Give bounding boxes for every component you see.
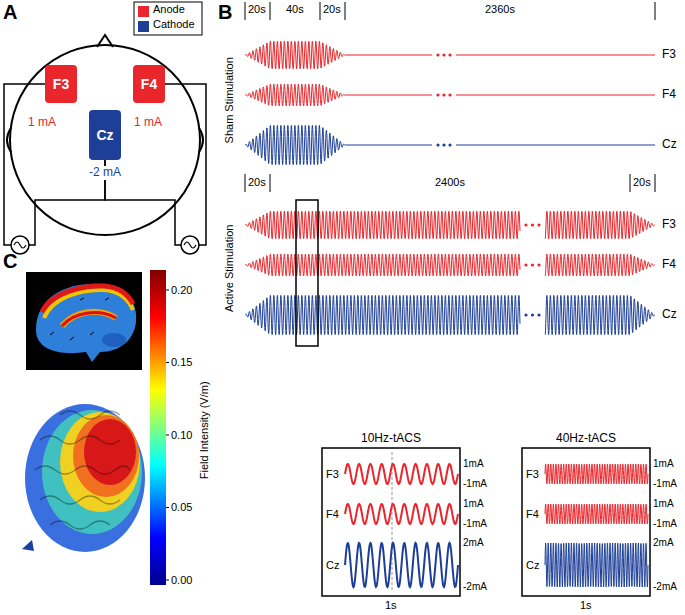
amplitude-label: -1mA <box>463 518 487 530</box>
active-waveform <box>245 254 655 275</box>
channel-label: F4 <box>526 508 539 521</box>
amplitude-label: 1mA <box>653 498 674 510</box>
legend-swatch <box>138 21 149 32</box>
colorbar <box>150 270 166 585</box>
inset-waveform <box>545 504 648 524</box>
duration-label: 2360s <box>485 3 515 16</box>
time-scale-label: 1s <box>385 599 397 612</box>
channel-label: Cz <box>662 138 677 152</box>
inset-waveform <box>345 464 458 484</box>
current-source <box>181 236 199 254</box>
amplitude-label: 1mA <box>653 458 674 470</box>
duration-label: 20s <box>248 3 266 16</box>
channel-label: Cz <box>526 559 539 572</box>
phase-marker <box>392 452 393 592</box>
current-label: 1 mA <box>134 116 162 130</box>
current-label: -2 mA <box>87 166 123 180</box>
colorbar-tick: 0.15 <box>171 356 192 369</box>
colorbar-title: Field Intensity (V/m) <box>198 381 211 479</box>
time-scale-label: 1s <box>580 599 592 612</box>
nose <box>97 35 113 47</box>
electrode-pad: F4 <box>133 65 165 103</box>
amplitude-label: -2mA <box>463 581 487 593</box>
electrode-name: F4 <box>141 76 157 92</box>
electrode-pad: Cz <box>89 110 121 160</box>
electrode-name: Cz <box>96 127 113 143</box>
channel-label: F3 <box>662 218 676 232</box>
legend-swatch <box>138 6 149 17</box>
inset-frame <box>522 448 650 596</box>
amplitude-label: -1mA <box>463 478 487 490</box>
amplitude-label: 1mA <box>463 458 484 470</box>
sham-waveform <box>245 84 655 105</box>
duration-label: 20s <box>248 176 266 189</box>
channel-label: F3 <box>326 468 339 481</box>
colorbar-ticks <box>166 290 169 580</box>
channel-label: F4 <box>662 258 676 272</box>
inset-waveform <box>345 504 458 524</box>
channel-label: F3 <box>526 468 539 481</box>
inset-waveform <box>345 543 458 587</box>
duration-label: 2400s <box>435 176 465 189</box>
condition-label: Active Stimulation <box>223 224 236 311</box>
channel-label: Cz <box>662 308 677 322</box>
duration-label: 20s <box>633 176 651 189</box>
duration-label: 40s <box>286 3 304 16</box>
zoom-window <box>296 200 318 346</box>
amplitude-label: 1mA <box>463 498 484 510</box>
colorbar-tick: 0.05 <box>171 501 192 514</box>
ear <box>199 128 203 152</box>
amplitude-label: -1mA <box>653 518 677 530</box>
electrode-name: F3 <box>53 76 69 92</box>
panel-letter: C <box>3 250 17 273</box>
condition-label: Sham Stimulation <box>223 57 236 143</box>
surface-field-map <box>22 404 145 552</box>
colorbar-tick: 0.20 <box>171 284 192 297</box>
sagittal-field-map <box>26 272 142 370</box>
current-label: 1 mA <box>28 116 56 130</box>
sham-waveform <box>245 41 655 68</box>
timing-ticks <box>245 2 655 192</box>
active-waveform <box>245 296 655 335</box>
legend-frame <box>134 2 202 35</box>
panel-letter: A <box>3 1 17 24</box>
active-waveform <box>245 211 655 238</box>
channel-label: F3 <box>662 48 676 62</box>
legend-text: Cathode <box>153 18 195 31</box>
frequency-title: 10Hz-tACS <box>361 432 421 446</box>
amplitude-label: -1mA <box>653 478 677 490</box>
channel-label: F4 <box>662 88 676 102</box>
channel-label: F4 <box>326 508 339 521</box>
duration-label: 20s <box>323 3 341 16</box>
channel-label: Cz <box>326 559 339 572</box>
colorbar-tick: 0.10 <box>171 429 192 442</box>
legend-text: Anode <box>153 3 185 16</box>
head-outline <box>10 45 200 235</box>
inset-frame <box>322 448 460 596</box>
ear <box>7 128 11 152</box>
inset-waveform <box>545 464 648 484</box>
colorbar-tick: 0.00 <box>171 574 192 587</box>
inset-waveform <box>545 543 648 587</box>
frequency-title: 40Hz-tACS <box>556 432 616 446</box>
amplitude-label: 2mA <box>463 537 484 549</box>
amplitude-label: -2mA <box>653 581 677 593</box>
panel-letter: B <box>218 1 232 24</box>
amplitude-label: 2mA <box>653 537 674 549</box>
electrode-pad: F3 <box>45 65 77 103</box>
sham-waveform <box>245 126 655 165</box>
